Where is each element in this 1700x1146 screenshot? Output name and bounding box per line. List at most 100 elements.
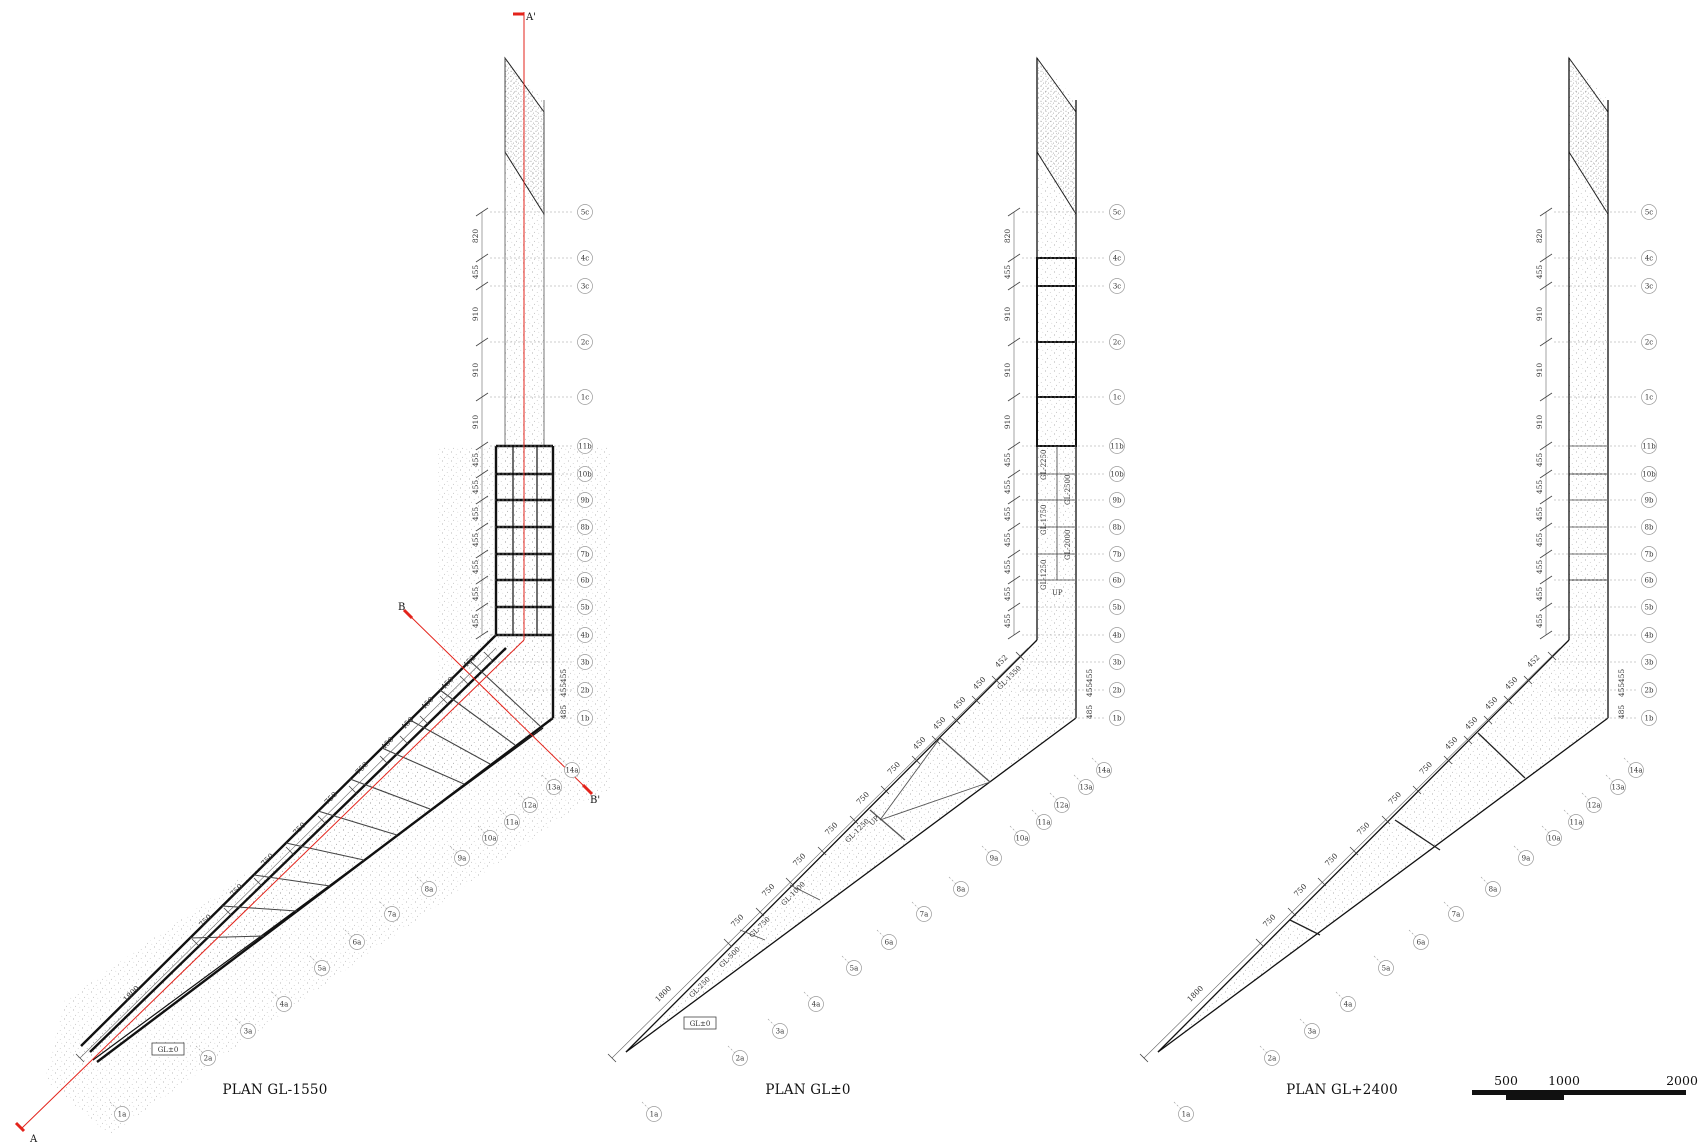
grid-bubble-label: 4a — [1344, 1001, 1353, 1009]
grid-bubble — [577, 599, 593, 615]
grid-bubble-label: 5b — [581, 604, 590, 612]
grid-bubble-label: 1a — [1182, 1111, 1191, 1119]
plan-gl-1550: A' A B B' GL±0 PLAN GL-1550 — [14, 12, 610, 1145]
scale-seg-1 — [1472, 1090, 1506, 1095]
grid-bubble — [504, 814, 520, 830]
grid-bubble-label: 7a — [388, 911, 397, 919]
grid-bubble-label: 4a — [280, 1001, 289, 1009]
dimension-tick — [1287, 907, 1297, 917]
grid-bubble-label: 8a — [1489, 886, 1498, 894]
level-mark: GL-1250 — [1040, 560, 1048, 590]
corridor-outline — [1157, 58, 1609, 1053]
grid-bubble-label: 5b — [1113, 604, 1122, 612]
grid-bubble — [986, 850, 1002, 866]
grid-bubble — [1641, 654, 1657, 670]
grid-bubble — [953, 881, 969, 897]
level-mark-up: UP — [1052, 589, 1063, 597]
grid-bubble-label: 6b — [581, 577, 590, 585]
dimension-line — [611, 647, 1029, 1059]
dimension-value: 450 — [1463, 715, 1480, 732]
grid-bubble-label: 2c — [1113, 339, 1121, 347]
dimension-value: 455 — [1535, 480, 1544, 495]
dimension-tick — [723, 938, 733, 948]
grid-bubble — [577, 519, 593, 535]
dimension-value: 910 — [471, 307, 480, 322]
grid-bubble-label: 2c — [1645, 339, 1653, 347]
dimension-tick — [348, 785, 358, 795]
dimension-tick — [1539, 522, 1553, 532]
corridor-fill — [1158, 58, 1608, 1052]
dimension-tick — [1547, 651, 1557, 661]
grid-bubble — [546, 779, 562, 795]
dimension-tick — [399, 735, 409, 745]
grid-bubble — [1014, 830, 1030, 846]
grid-bubble-label: 12a — [1587, 802, 1600, 810]
grid-bubble — [808, 996, 824, 1012]
dimension-tick — [475, 602, 489, 612]
grid-bubble-label: 9a — [458, 855, 467, 863]
grid-bubble-label: 2a — [204, 1055, 213, 1063]
grid-bubble-label: 13a — [1611, 784, 1624, 792]
grid-bubble-label: 3b — [1113, 659, 1122, 667]
dimension-value: 455 — [1617, 683, 1626, 698]
scale-seg-2 — [1506, 1090, 1564, 1100]
dimension-tick — [971, 695, 981, 705]
dimension-tick — [1007, 337, 1021, 347]
grid-bubble-label: 8b — [581, 524, 590, 532]
grid-bubble-label: 6b — [1113, 577, 1122, 585]
dimension-value: 450 — [971, 675, 988, 692]
grid-bubble-label: 9a — [1522, 855, 1531, 863]
dimension-tick — [1539, 549, 1553, 559]
dimension-value: 750 — [1261, 912, 1278, 929]
dimension-tick — [991, 675, 1001, 685]
dimension-value: 820 — [1535, 229, 1544, 244]
grid-bubble-label: 14a — [565, 767, 578, 775]
gl-level-label: GL±0 — [158, 1046, 179, 1054]
section-a-end-label: A' — [525, 12, 536, 23]
grid-bubble-label: 1b — [581, 715, 590, 723]
grid-bubble-label: 5c — [581, 209, 589, 217]
dimension-tick — [951, 715, 961, 725]
grid-bubble-label: 14a — [1097, 767, 1110, 775]
dimension-tick — [475, 469, 489, 479]
dimension-value: 450 — [1483, 695, 1500, 712]
grid-bubble-label: 8a — [957, 886, 966, 894]
dimension-value: 455 — [1535, 507, 1544, 522]
plan-gl-2400: PLAN GL+2400 — [1157, 56, 1609, 1098]
dimension-tick — [475, 281, 489, 291]
dimension-tick — [931, 735, 941, 745]
grid-bubble — [577, 389, 593, 405]
grid-bubble-label: 3c — [1645, 283, 1653, 291]
grid-bubble-label: 7b — [1645, 551, 1654, 559]
grid-bubble — [1109, 438, 1125, 454]
gl-level-box — [683, 1016, 717, 1030]
dimension-value: 455 — [1003, 614, 1012, 629]
grid-bubble — [482, 830, 498, 846]
grid-bubble — [522, 797, 538, 813]
dimension-value: 455 — [1085, 683, 1094, 698]
grid-bubble-label: 4c — [1645, 255, 1653, 263]
dimension-value: 820 — [471, 229, 480, 244]
grid-bubble — [1641, 627, 1657, 643]
grid-bubble-label: 11b — [1642, 443, 1656, 451]
dimension-tick — [1539, 281, 1553, 291]
dimension-tick — [191, 938, 201, 948]
dimension-value: 485 — [1085, 705, 1094, 720]
dimension-value: 455 — [1003, 587, 1012, 602]
grid-bubble — [846, 960, 862, 976]
dimension-tick — [317, 815, 327, 825]
dimension-value: 750 — [760, 882, 777, 899]
dimension-tick — [755, 907, 765, 917]
dimension-tick — [1007, 253, 1021, 263]
grid-bubble-label: 6a — [1417, 939, 1426, 947]
grid-bubble — [1109, 204, 1125, 220]
grid-bubble-label: 2a — [736, 1055, 745, 1063]
dimension-value: 910 — [1535, 363, 1544, 378]
grid-bubble-label: 1a — [118, 1111, 127, 1119]
scale-bar: 500 1000 2000 — [1472, 1073, 1698, 1100]
grid-bubble-label: 8b — [1113, 524, 1122, 532]
dimension-tick — [475, 495, 489, 505]
dimension-tick — [223, 907, 233, 917]
grid-bubble-label: 4a — [812, 1001, 821, 1009]
gl-level-label: GL±0 — [690, 1020, 711, 1028]
